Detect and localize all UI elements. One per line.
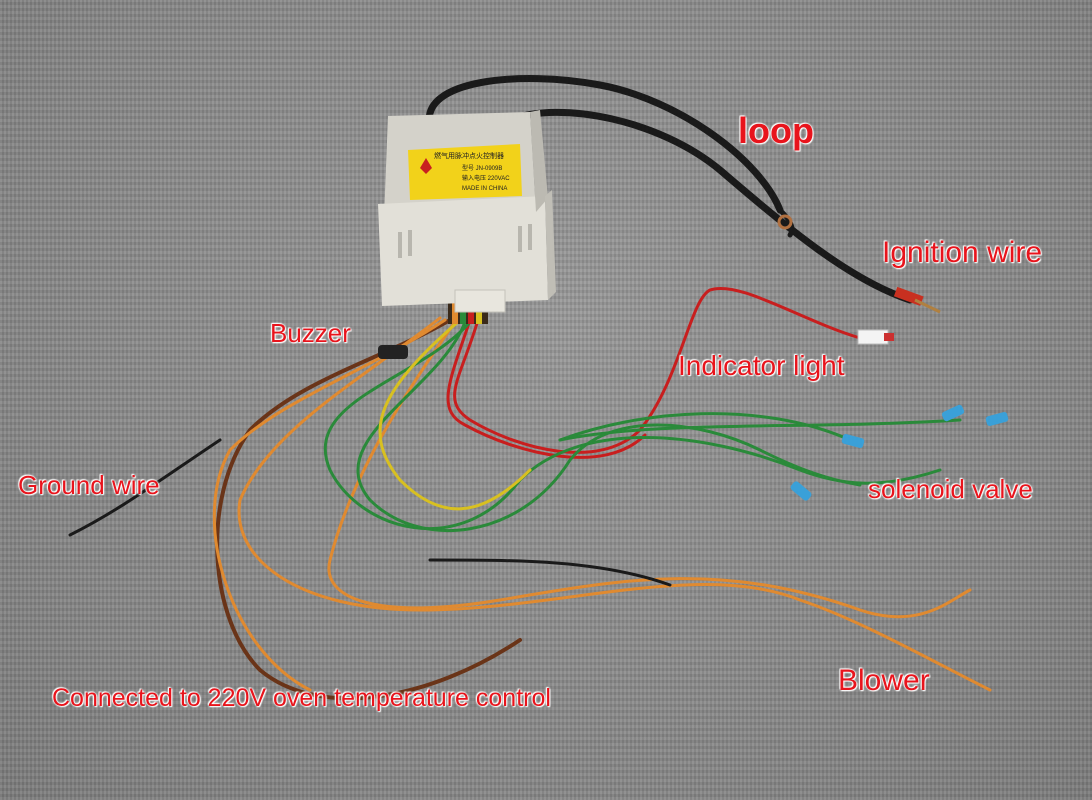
orange-brown-wires: [68, 316, 992, 701]
loop-ring-terminal: [777, 214, 793, 230]
label-indicator-light: Indicator light: [678, 350, 845, 381]
indicator-connector: [857, 329, 889, 345]
sticker-model: 型号 JN-0909B: [462, 166, 503, 172]
label-blower: Blower: [838, 664, 930, 697]
label-loop: loop: [738, 110, 814, 151]
controller-box: [378, 110, 556, 313]
label-ignition-wire: Ignition wire: [882, 236, 1043, 269]
ignition-pin: [914, 298, 941, 314]
label-oven-control: Connected to 220V oven temperature contr…: [52, 684, 551, 712]
solenoid-terminals: [790, 404, 1009, 501]
sticker-title: 燃气用脉冲点火控制器: [434, 153, 504, 160]
green-yellow-wires: [323, 318, 962, 533]
label-solenoid-valve: solenoid valve: [868, 474, 1033, 504]
label-ground-wire: Ground wire: [18, 470, 160, 500]
buzzer-connector: [378, 345, 408, 359]
device-sticker: [408, 144, 522, 200]
sticker-voltage: 输入电压 220VAC: [462, 176, 510, 182]
label-buzzer: Buzzer: [270, 318, 351, 348]
indicator-connector-tip: [884, 333, 894, 341]
sticker-origin: MADE IN CHINA: [462, 186, 508, 192]
brand-logo-icon: [420, 158, 432, 174]
